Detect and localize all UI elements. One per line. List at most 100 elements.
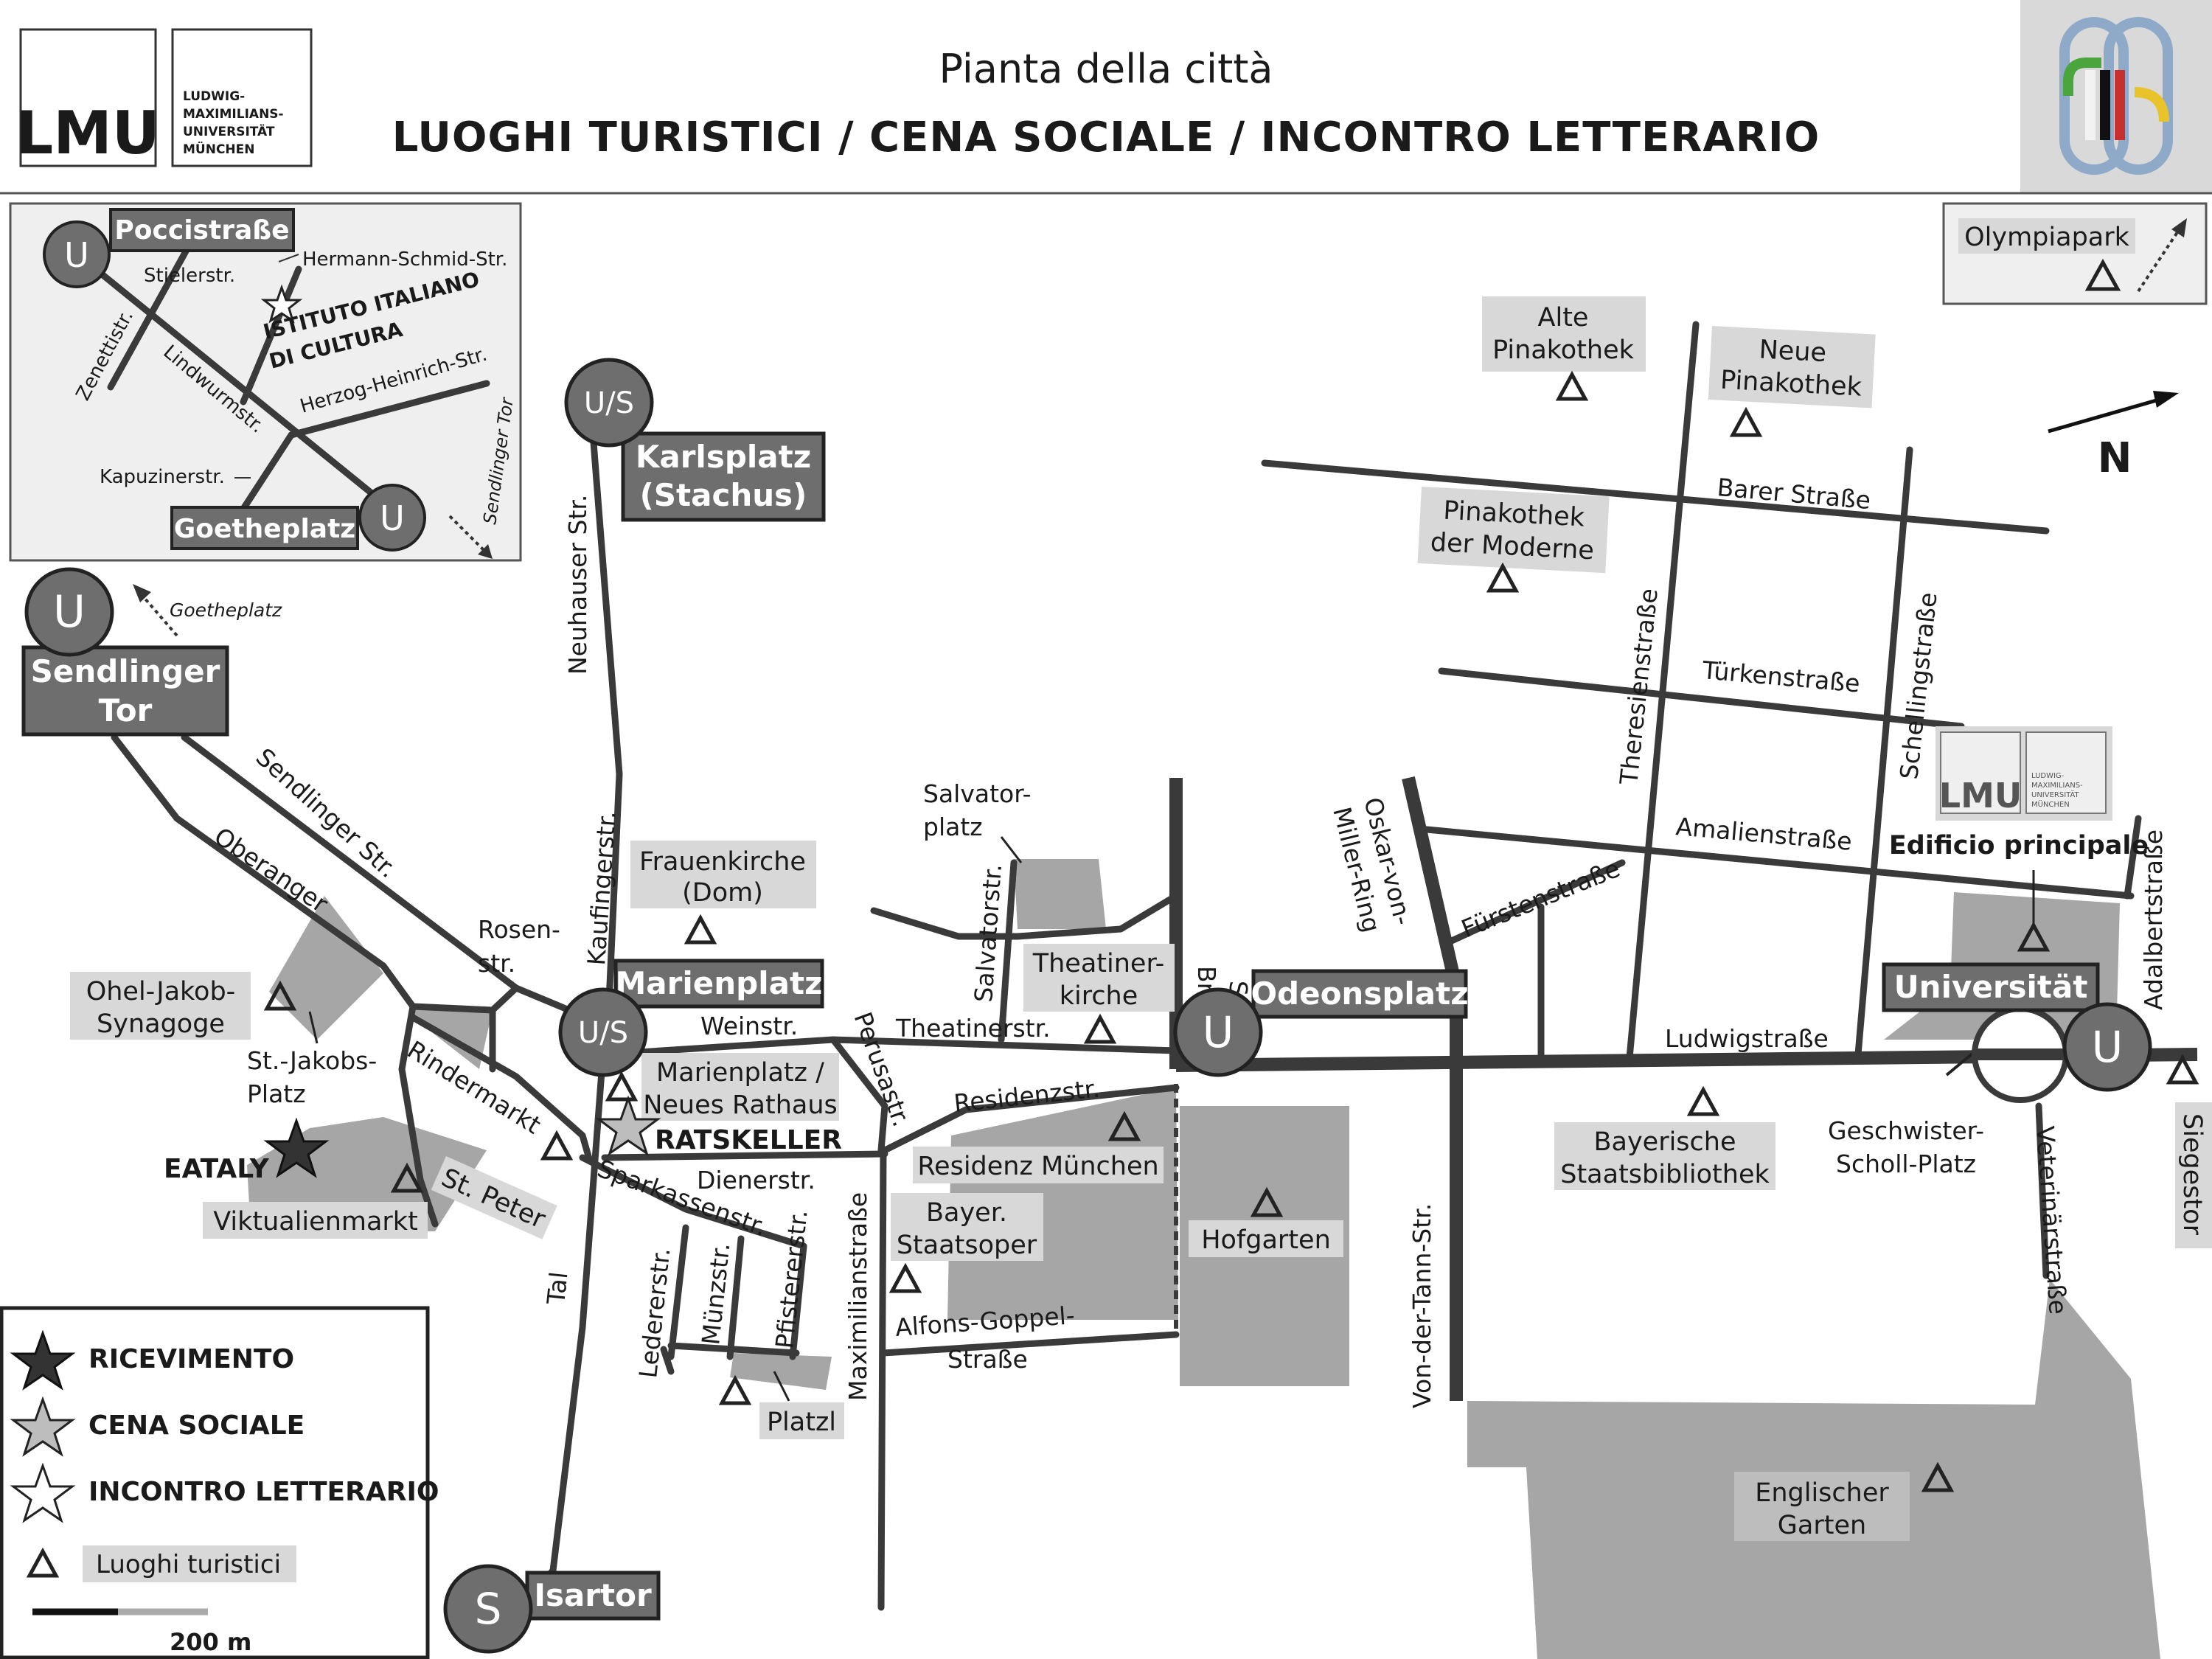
alfons-goppel-road	[880, 1331, 1180, 1357]
legend-luoghi-bg	[83, 1545, 296, 1582]
marienplatz-letter: U/S	[578, 1016, 628, 1050]
triangle-icon	[26, 1547, 60, 1578]
inset-hermann-schmid-label: Hermann-Schmid-Str.	[302, 248, 507, 271]
pfistererstr-label: Pfistererstr.	[770, 1208, 813, 1350]
star-black-icon	[10, 1329, 76, 1391]
alfons-goppel-label-2: Straße	[947, 1345, 1028, 1374]
alte-pinakothek-bg	[1482, 296, 1646, 372]
inset-zenettistr	[107, 240, 194, 391]
ohel-jakob-triangle-icon	[263, 980, 297, 1011]
karlsplatz-name-1: Karlsplatz	[636, 439, 811, 475]
inset-map: Stielerstr. Hermann-Schmid-Str. Zenettis…	[9, 202, 522, 562]
staatsbibliothek-bg	[1554, 1122, 1775, 1190]
isartor-station-icon	[443, 1564, 533, 1654]
lmu-logo-text: LMU	[15, 99, 160, 167]
legend-label-luoghi-turistici: Luoghi turistici	[96, 1550, 281, 1579]
lmu-logo-box	[19, 28, 157, 167]
weinstr-label: Weinstr.	[700, 1012, 798, 1040]
goetheplatz-arrow-line	[142, 596, 178, 637]
university-name-box	[171, 28, 313, 167]
dienerstr-label: Dienerstr.	[697, 1166, 815, 1194]
frauenkirche-label-1: Frauenkirche	[639, 847, 806, 877]
residenz-bg	[913, 1147, 1164, 1183]
platzl-triangle-icon	[718, 1374, 752, 1405]
staatsoper-bg	[891, 1193, 1043, 1261]
odeonsplatz-letter: U	[1203, 1007, 1234, 1057]
universitaet-label-box	[1882, 962, 2100, 1012]
olympiapark-arrow-head-icon	[2171, 218, 2187, 237]
theatinerkirche-bg	[1023, 944, 1175, 1012]
karlsplatz-name-2: (Stachus)	[640, 477, 807, 513]
legend-label-incontro-letterario: INCONTRO LETTERARIO	[88, 1477, 439, 1507]
university-name-line-4: MÜNCHEN	[183, 141, 255, 157]
ludwigstrasse-label: Ludwigstraße	[1665, 1024, 1829, 1053]
theatinerkirche-triangle-icon	[1083, 1013, 1117, 1044]
viktualienmarkt-label: Viktualienmarkt	[213, 1207, 418, 1237]
inset-kapuzinerstr-label: Kapuzinerstr.	[100, 466, 225, 488]
pinakothek-moderne-triangle-icon	[1486, 562, 1520, 593]
inset-direction-arrow	[448, 515, 488, 554]
hofgarten-label: Hofgarten	[1201, 1225, 1331, 1255]
inset-goetheplatz-name: Goetheplatz	[174, 514, 356, 544]
hofgarten-bg	[1189, 1220, 1343, 1257]
alte-pinakothek-triangle-icon	[1555, 370, 1589, 401]
neue-pinakothek-bg	[1708, 326, 1876, 408]
lmu-map-logo: LMU LUDWIG- MAXIMILIANS- UNIVERSITÄT MÜN…	[1889, 726, 2149, 952]
edificio-triangle-icon	[2017, 921, 2051, 952]
amalienstrasse-label: Amalienstraße	[1674, 812, 1853, 856]
amalienstr-road	[1423, 826, 2135, 900]
legend-label-ricevimento: RICEVIMENTO	[88, 1344, 294, 1374]
place-labels: Salvator- platz St.-Jakobs- Platz Geschw…	[247, 779, 1984, 1178]
neuhauser-str-label: Neuhauser Str.	[563, 495, 592, 675]
inset-arrow-head-icon	[478, 544, 493, 559]
rosenstr-label-2: str.	[478, 949, 515, 978]
staatsbibliothek-triangle-icon	[1686, 1085, 1720, 1116]
marienplatz-road	[409, 1014, 594, 1165]
sparkassenstr-road	[579, 1154, 807, 1250]
st-jakobs-leader	[308, 1011, 319, 1044]
pfisterer-link-road	[660, 1346, 675, 1375]
karlsplatz-station-icon	[564, 358, 654, 448]
lmu-map-logo-line-2: MAXIMILIANS-	[2031, 782, 2083, 790]
lmu-map-logo-line-1: LUDWIG-	[2031, 772, 2065, 780]
marienplatz-label-box	[613, 959, 824, 1009]
inset-lindwurmstr	[74, 251, 394, 512]
platzl-label: Platzl	[767, 1408, 836, 1437]
sendlinger-tor-name-2: Tor	[99, 692, 153, 728]
legend-label-cena-sociale: CENA SOCIALE	[88, 1411, 305, 1441]
karlsplatz-label-box	[621, 431, 826, 522]
goetheplatz-direction-label: Goetheplatz	[170, 599, 282, 621]
siegestor-label: Siegestor	[2177, 1113, 2207, 1236]
lmu-map-logo-name-box	[2025, 731, 2107, 814]
star-grey-icon	[10, 1396, 76, 1457]
salvatorplatz-label-1: Salvator-	[923, 779, 1032, 808]
von-der-tann-label: Von-der-Tann-Str.	[1408, 1203, 1436, 1408]
kaufingerstr-label: Kaufingerstr.	[582, 810, 622, 966]
goetheplatz-arrow-head-icon	[133, 584, 151, 602]
sendlinger-tor-letter: U	[53, 586, 86, 638]
university-name-line-1: LUDWIG-	[183, 89, 245, 104]
ratskeller-label: RATSKELLER	[655, 1125, 842, 1155]
residenz-label: Residenz München	[917, 1152, 1158, 1181]
oberanger-road	[111, 734, 417, 1010]
salvatorplatz-road	[870, 892, 1180, 940]
rathaus-label-1: Marienplatz /	[656, 1058, 824, 1088]
neue-pinakothek-label-1: Neue	[1759, 335, 1827, 368]
inset-stielerstr-label: Stielerstr.	[144, 265, 235, 287]
north-label: N	[2098, 434, 2132, 482]
viktualienmarkt-bg	[203, 1202, 428, 1239]
residenz-triangle-icon	[1107, 1110, 1141, 1141]
pinakothek-moderne-bg	[1417, 487, 1610, 574]
staatsoper-label-1: Bayer.	[926, 1198, 1007, 1228]
ohel-jakob-label-2: Synagoge	[97, 1009, 225, 1039]
olympiapark-label: Olympiapark	[1964, 223, 2130, 252]
theatinerkirche-label-1: Theatiner-	[1032, 949, 1165, 978]
stations: Sendlinger Tor U Goetheplatz Karlsplatz …	[21, 358, 2152, 1654]
lmu-map-logo-line-4: MÜNCHEN	[2031, 799, 2070, 809]
siegestor-triangle-icon	[2166, 1054, 2199, 1085]
lmu-map-logo-box	[1940, 731, 2021, 814]
alte-pinakothek-label-2: Pinakothek	[1492, 335, 1635, 365]
st-peter-bg	[431, 1156, 557, 1239]
inset-poccistrasse-name: Poccistraße	[114, 215, 289, 246]
odeonsplatz-label-box	[1251, 969, 1468, 1019]
